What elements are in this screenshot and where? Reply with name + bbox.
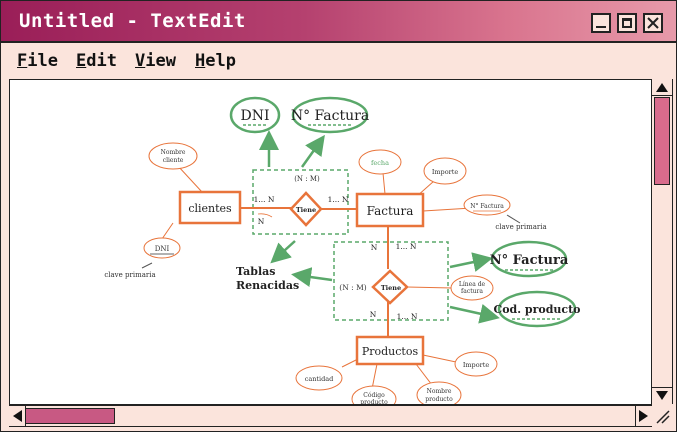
- svg-text:Nombre: Nombre: [161, 149, 186, 156]
- maximize-button[interactable]: [617, 13, 637, 33]
- menu-bar: File Edit View Help: [1, 43, 676, 77]
- svg-text:1... N: 1... N: [254, 195, 275, 204]
- divider: [635, 406, 636, 426]
- attr-linea-factura: [450, 275, 494, 301]
- entity-productos: [355, 335, 425, 366]
- svg-text:Tiene: Tiene: [296, 206, 316, 214]
- svg-text:(N : M): (N : M): [294, 175, 320, 183]
- group-box-top: [252, 169, 349, 235]
- attr-importe-top: [423, 157, 467, 185]
- relation-tiene-top: [289, 191, 323, 227]
- svg-text:Factura: Factura: [367, 204, 414, 218]
- attr-fecha: [358, 149, 402, 175]
- svg-text:N° Factura: N° Factura: [470, 203, 504, 210]
- attr-dni-left: [143, 237, 181, 259]
- vertical-scrollbar[interactable]: [651, 79, 673, 404]
- svg-text:N: N: [371, 243, 378, 252]
- minimize-button[interactable]: [591, 13, 611, 33]
- svg-text:cantidad: cantidad: [305, 375, 334, 383]
- svg-text:clientes: clientes: [188, 202, 232, 215]
- svg-text:producto: producto: [425, 396, 453, 403]
- scroll-up-icon[interactable]: [656, 83, 668, 92]
- svg-text:Código: Código: [363, 392, 385, 399]
- horizontal-scrollbar[interactable]: [9, 405, 652, 427]
- er-diagram: DNI N° Factura Nombre cliente fecha Impo…: [104, 96, 581, 404]
- svg-text:1... N: 1... N: [396, 242, 417, 251]
- entity-clientes: [178, 190, 242, 225]
- scroll-right-icon[interactable]: [639, 410, 648, 422]
- attr-codigo-producto: [351, 385, 397, 404]
- attr-nfactura-right: [490, 240, 568, 278]
- svg-text:DNI: DNI: [155, 245, 170, 253]
- attr-importe-bottom: [454, 351, 498, 377]
- menu-view[interactable]: View: [135, 51, 176, 71]
- attr-nombre-cliente: [148, 142, 198, 170]
- menu-file[interactable]: File: [17, 51, 58, 71]
- close-button[interactable]: [643, 13, 663, 33]
- attr-dni-top: [229, 96, 281, 134]
- attr-nfactura-top: [291, 96, 369, 134]
- scroll-down-icon[interactable]: [656, 391, 668, 400]
- divider: [652, 95, 672, 96]
- dni-top-label: DNI: [240, 108, 269, 124]
- nfactura-top-label: N° Factura: [291, 108, 369, 124]
- entity-factura: [355, 192, 425, 228]
- svg-text:N: N: [370, 310, 377, 319]
- attr-cod-producto: [497, 290, 577, 328]
- attr-nfactura-small: [463, 194, 511, 216]
- svg-text:cliente: cliente: [163, 157, 184, 164]
- attr-nombre-producto: [416, 381, 462, 404]
- svg-text:1... N: 1... N: [328, 195, 349, 204]
- renacidas-label: Renacidas: [236, 279, 299, 292]
- close-icon: [647, 17, 659, 29]
- svg-text:N: N: [258, 217, 265, 226]
- svg-text:Importe: Importe: [463, 361, 490, 369]
- svg-text:factura: factura: [461, 288, 483, 295]
- svg-text:Productos: Productos: [362, 345, 419, 358]
- scroll-left-icon[interactable]: [13, 410, 22, 422]
- horizontal-scroll-thumb[interactable]: [25, 408, 115, 424]
- svg-text:Tiene: Tiene: [381, 284, 401, 292]
- svg-text:Cod. producto: Cod. producto: [493, 303, 580, 316]
- group-box-mid: [333, 241, 449, 321]
- svg-text:N° Factura: N° Factura: [490, 253, 569, 268]
- svg-text:1... N: 1... N: [397, 312, 418, 321]
- svg-text:fecha: fecha: [371, 159, 389, 167]
- relation-tiene-mid: [371, 269, 409, 305]
- svg-text:producto: producto: [360, 399, 388, 404]
- document-area[interactable]: DNI N° Factura Nombre cliente fecha Impo…: [9, 79, 652, 405]
- title-bar[interactable]: Untitled - TextEdit: [1, 1, 676, 43]
- svg-text:Importe: Importe: [432, 168, 459, 176]
- svg-text:(N : M): (N : M): [339, 283, 366, 292]
- tablas-label: Tablas: [236, 265, 275, 278]
- menu-help[interactable]: Help: [195, 51, 236, 71]
- clave-primaria-right: clave primaria: [495, 223, 546, 231]
- window-title: Untitled - TextEdit: [19, 10, 246, 32]
- divider: [652, 387, 672, 388]
- vertical-scroll-thumb[interactable]: [654, 97, 670, 185]
- svg-text:Línea de: Línea de: [459, 281, 486, 288]
- menu-edit[interactable]: Edit: [76, 51, 117, 71]
- attr-cantidad: [295, 365, 343, 391]
- resize-grip-icon[interactable]: [653, 407, 671, 425]
- svg-text:Nombre: Nombre: [427, 388, 452, 395]
- clave-primaria-left: clave primaria: [104, 271, 155, 279]
